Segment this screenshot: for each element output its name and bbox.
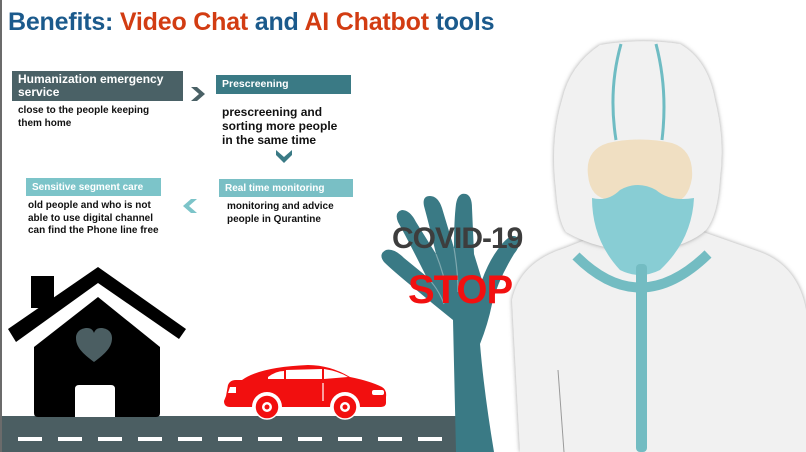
stop-label: STOP — [408, 268, 513, 312]
card-body: prescreening and sorting more people in … — [222, 105, 338, 147]
slide-left-border — [0, 0, 2, 452]
house-heart-icon — [8, 267, 186, 417]
road-lane-marking — [178, 437, 202, 441]
card-body: old people and who is not able to use di… — [28, 200, 159, 236]
chevron-down-icon — [276, 150, 292, 163]
title-part-and: and — [248, 8, 305, 36]
covid-19-label: COVID-19 — [392, 222, 523, 255]
chevron-right-icon — [191, 87, 205, 101]
road-lane-marking — [418, 437, 442, 441]
road-lane-marking — [218, 437, 242, 441]
road-lane-marking — [138, 437, 162, 441]
card-header: Humanization emergency service — [12, 71, 183, 101]
card-prescreening: Prescreening prescreening and sorting mo… — [216, 75, 351, 147]
card-header: Prescreening — [216, 75, 351, 94]
road-lane-marking — [98, 437, 122, 441]
road-lane-marking — [378, 437, 402, 441]
road-lane-marking — [58, 437, 82, 441]
title-part-video-chat: Video Chat — [119, 8, 249, 36]
hand-stop-icon — [381, 193, 520, 452]
title-part-benefits: Benefits: — [8, 8, 120, 36]
card-body: close to the people keeping them home — [18, 105, 150, 129]
car-icon — [224, 365, 387, 420]
slide-title: Benefits: Video Chat and AI Chatbot tool… — [8, 8, 494, 37]
card-humanization-emergency-service: Humanization emergency service close to … — [12, 71, 183, 130]
road — [2, 416, 462, 452]
title-part-tools: tools — [428, 8, 495, 36]
road-lane-marking — [18, 437, 42, 441]
card-sensitive-segment-care: Sensitive segment care old people and wh… — [26, 178, 161, 238]
card-body: monitoring and advice people in Qurantin… — [227, 201, 334, 225]
road-lane-marking — [258, 437, 282, 441]
chevron-left-icon — [183, 199, 197, 213]
hazmat-person-icon — [512, 41, 806, 452]
road-lane-marking — [338, 437, 362, 441]
road-lane-marking — [298, 437, 322, 441]
title-part-ai-chatbot: AI Chatbot — [304, 8, 429, 36]
card-header: Sensitive segment care — [26, 178, 161, 196]
card-real-time-monitoring: Real time monitoring monitoring and advi… — [219, 179, 353, 226]
card-header: Real time monitoring — [219, 179, 353, 197]
